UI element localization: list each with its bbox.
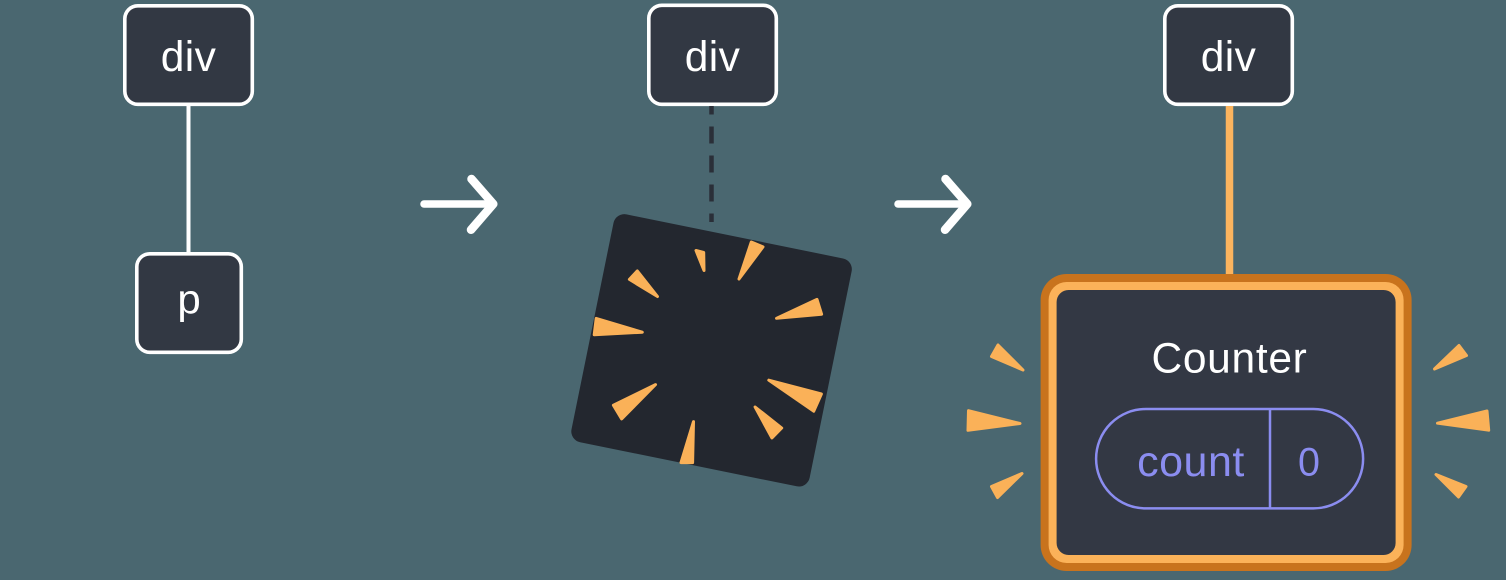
svg-text:0: 0	[1298, 441, 1320, 485]
svg-text:div: div	[1201, 34, 1257, 81]
svg-text:div: div	[161, 34, 217, 81]
svg-text:p: p	[177, 276, 200, 323]
svg-text:count: count	[1137, 438, 1245, 486]
svg-text:div: div	[685, 34, 741, 81]
svg-text:Counter: Counter	[1151, 336, 1307, 383]
